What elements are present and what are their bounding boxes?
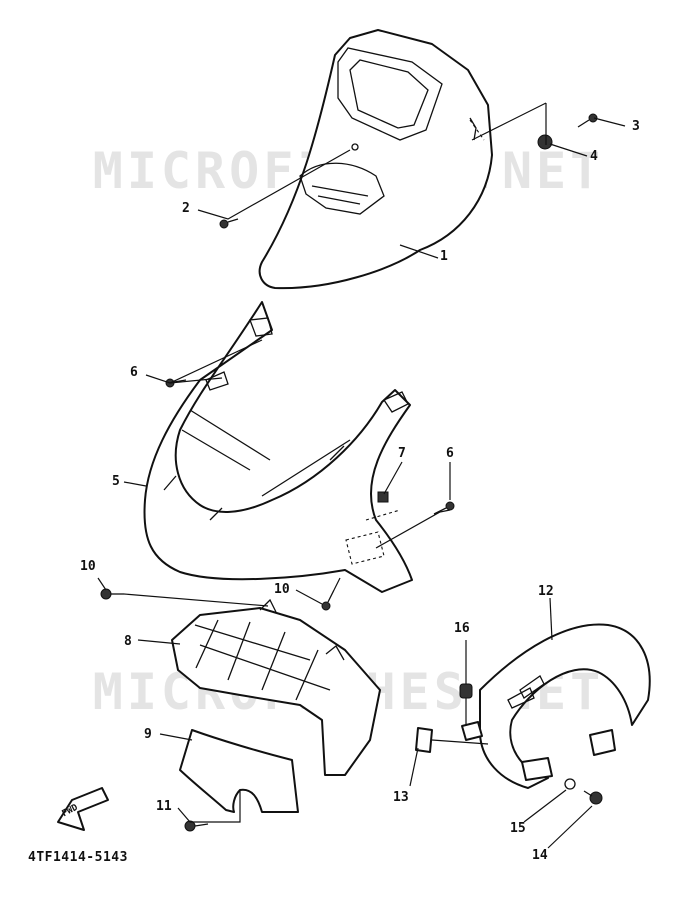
callout-1: 1 (440, 249, 448, 264)
part-8-inner-panel[interactable] (171, 598, 381, 776)
callout-12: 12 (538, 584, 554, 599)
callout-15: 15 (510, 821, 526, 836)
part-14-bolt[interactable] (583, 790, 603, 805)
part-16-grommet[interactable] (459, 683, 473, 699)
callout-13: 13 (393, 790, 409, 805)
part-13-pad[interactable] (415, 727, 433, 753)
callout-6-left: 6 (130, 365, 138, 380)
part-7-clip[interactable] (377, 491, 389, 503)
diagram-code: 4TF1414-5143 (28, 850, 128, 865)
part-12-front-fender[interactable] (461, 623, 651, 789)
callout-9: 9 (144, 727, 152, 742)
part-2-screw[interactable] (219, 143, 359, 229)
part-15-washer[interactable] (564, 778, 576, 790)
part-11-screw[interactable] (184, 820, 209, 832)
callout-7: 7 (398, 446, 406, 461)
part-5-cowling-body[interactable] (143, 301, 413, 593)
fwd-arrow-icon (57, 787, 109, 831)
part-9-lower-panel[interactable] (179, 729, 299, 813)
callout-14: 14 (532, 848, 548, 863)
callout-8: 8 (124, 634, 132, 649)
part-10-screw-center[interactable] (321, 589, 335, 611)
callout-10-center: 10 (274, 582, 290, 597)
part-3-bolt[interactable] (577, 113, 598, 128)
callout-2: 2 (182, 201, 190, 216)
part-4-nut[interactable] (537, 134, 553, 150)
part-10-screw-left[interactable] (100, 588, 124, 600)
part-1-upper-cowling[interactable] (258, 29, 493, 290)
callout-3: 3 (632, 119, 640, 134)
callout-16: 16 (454, 621, 470, 636)
callout-11: 11 (156, 799, 172, 814)
callout-6-right: 6 (446, 446, 454, 461)
callout-4: 4 (590, 149, 598, 164)
callout-5: 5 (112, 474, 120, 489)
part-6-screw-right[interactable] (433, 501, 455, 515)
callout-10-left: 10 (80, 559, 96, 574)
leader-lines (97, 102, 626, 849)
